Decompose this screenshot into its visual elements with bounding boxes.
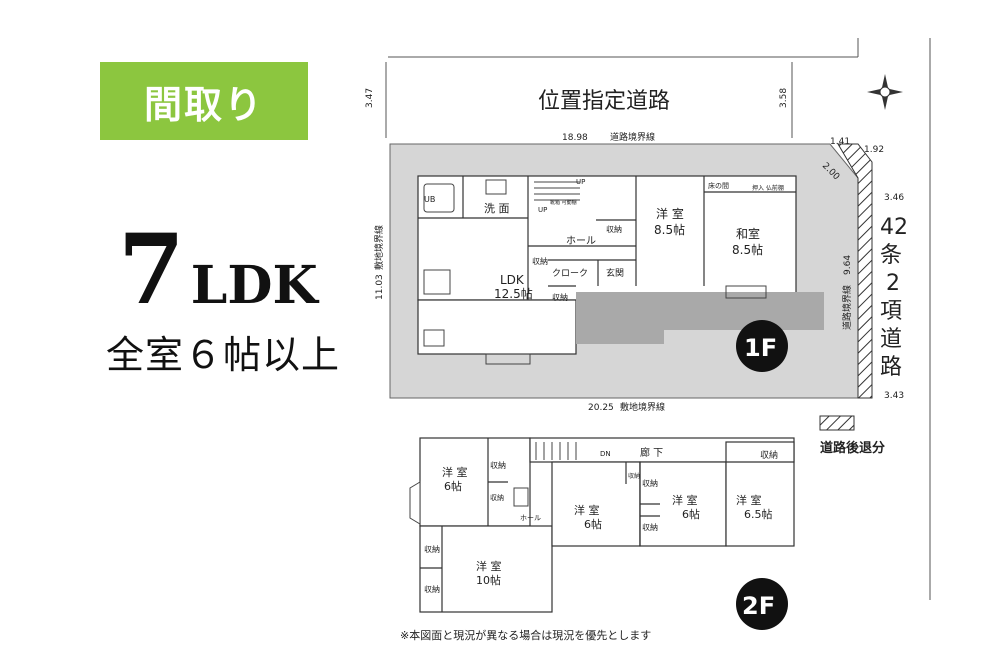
dim-left-label: 敷地境界線 [373, 225, 385, 270]
room-shuno-1: 収納 [606, 224, 622, 234]
floor1-fixtures [423, 179, 767, 365]
floor1-badge-label: 1F [744, 334, 777, 362]
room2-5-name: 洋 室 [736, 493, 762, 507]
stair-up-1: UP [538, 206, 547, 214]
floor1-plan [417, 175, 797, 355]
room-entrance: 玄関 [606, 267, 624, 279]
room2-3-size: 6帖 [584, 518, 602, 531]
room-shuno-2: 収納 [532, 256, 548, 266]
floor1-labels: UB 洗 面 UP UP 靴箱 可動棚 ホール 収納 収納 収納 クローク 玄関… [424, 178, 784, 302]
setback-legend-swatch [819, 415, 855, 431]
shuno2-6: 収納 [642, 522, 658, 532]
site-lines [385, 38, 931, 600]
tokonoma: 床の間 [708, 181, 729, 190]
shuno2-3: 収納 [424, 544, 440, 554]
room-senmen: 洗 面 [484, 202, 510, 215]
room2-3-name: 洋 室 [574, 503, 600, 517]
room-washitsu-name: 和室 [736, 226, 760, 241]
dimension-labels: 3.47 3.58 18.98 道路境界線 1.41 2.00 1.92 3.4… [365, 88, 904, 413]
dim-road-left: 3.47 [365, 88, 375, 108]
room2-1-size: 6帖 [444, 480, 462, 493]
room-ldk-size: 12.5帖 [494, 286, 533, 301]
dim-corner-3: 1.92 [864, 145, 884, 155]
room2-2-name: 洋 室 [476, 559, 502, 573]
road-side-char: 2 [886, 271, 900, 296]
road-side-char: 道 [880, 327, 902, 352]
room2-2-size: 10帖 [476, 574, 501, 587]
road-side-char: 項 [880, 299, 902, 324]
shoe-cabinet: 靴箱 可動棚 [550, 199, 577, 206]
dim-right-depth: 9.64 [843, 255, 853, 275]
madori-badge: 間取り [100, 62, 308, 140]
dim-left-depth: 11.03 [375, 274, 385, 300]
shuno2-8: 収納 [628, 472, 640, 480]
setback-strip [837, 143, 873, 399]
room2-5-size: 6.5帖 [744, 508, 773, 521]
road-front-label: 位置指定道路 [538, 89, 670, 114]
dim-side-bottom: 3.43 [884, 391, 904, 401]
room-shuno-3: 収納 [552, 292, 568, 302]
dim-bottom-label: 敷地境界線 [620, 401, 665, 413]
layout-number: 7 [118, 213, 185, 326]
floor2-labels: 洋 室 6帖 洋 室 10帖 洋 室 6帖 洋 室 6帖 洋 室 6.5帖 廊 … [424, 446, 778, 594]
floor1-badge [736, 320, 788, 372]
dim-top-label: 道路境界線 [610, 131, 655, 143]
floor1-porch-notch [576, 292, 664, 344]
dim-road-right: 3.58 [779, 88, 789, 108]
room-yoshitsu-name: 洋 室 [656, 206, 684, 221]
road-side-char: 路 [880, 355, 902, 380]
shuno2-7: 収納 [760, 449, 778, 461]
shuno2-1: 収納 [490, 460, 506, 470]
dim-corner-1: 1.41 [830, 137, 850, 147]
footnote: ※本図面と現況が異なる場合は現況を優先とします [400, 629, 652, 642]
road-side-char: 条 [880, 243, 902, 268]
compass-icon [867, 74, 903, 110]
room-yoshitsu-size: 8.5帖 [654, 222, 685, 237]
road-side-char: 42 [880, 215, 908, 240]
room-ub: UB [424, 195, 435, 204]
floor2-plan [419, 437, 795, 613]
oshiire: 押入 仏前棚 [752, 184, 784, 192]
dim-side-top: 3.46 [884, 193, 904, 203]
setback-legend-label: 道路後退分 [820, 440, 885, 456]
floor2-badge [736, 578, 788, 630]
room-cloak: クローク [552, 268, 588, 279]
hall2-label: ホール [520, 514, 541, 522]
room-hall: ホール [566, 235, 596, 247]
stair-dn: DN [600, 450, 611, 458]
road-side-label: 42 条 2 項 道 路 [880, 215, 908, 380]
room2-4-size: 6帖 [682, 508, 700, 521]
corridor-label: 廊 下 [640, 446, 663, 459]
floor2-badge-label: 2F [742, 592, 775, 620]
room2-4-name: 洋 室 [672, 493, 698, 507]
floor2-fixtures [409, 442, 577, 525]
shuno2-5: 収納 [642, 478, 658, 488]
shuno2-4: 収納 [424, 584, 440, 594]
dim-bottom-length: 20.25 [588, 403, 614, 413]
dim-top-length: 18.98 [562, 133, 588, 143]
shuno2-2: 収納 [490, 493, 504, 502]
stair-up-2: UP [576, 178, 585, 186]
room2-1-name: 洋 室 [442, 465, 468, 479]
subtitle: 全室６帖以上 [106, 333, 341, 377]
layout-text: LDK [190, 255, 318, 316]
dim-right-label: 道路境界線 [841, 285, 853, 330]
room-washitsu-size: 8.5帖 [732, 242, 763, 257]
room-ldk-name: LDK [500, 273, 525, 287]
